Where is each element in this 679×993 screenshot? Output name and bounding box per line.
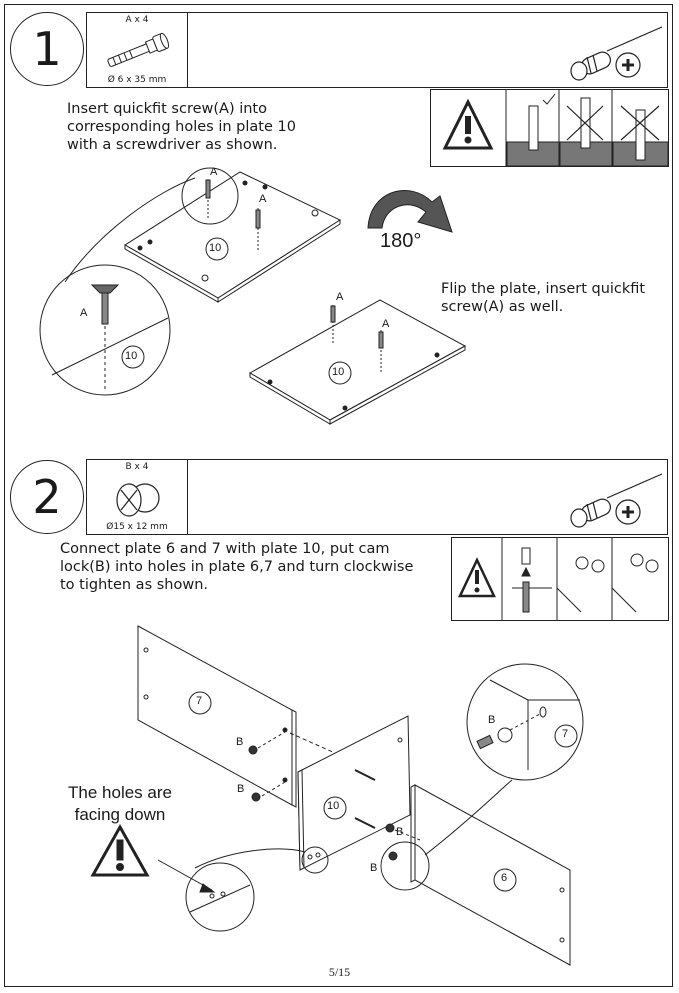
warning-triangle-icon (442, 98, 494, 150)
screw-a-label: A (80, 307, 88, 319)
holes-detail-callout (185, 862, 255, 932)
plate-6 (414, 784, 571, 966)
cam-lock-icon (116, 483, 160, 517)
quickfit-screw-icon (107, 32, 170, 67)
plate-10-label: 10 (327, 800, 340, 812)
step-2-warning-panel (451, 537, 669, 621)
hardware-dimension: Ø15 x 12 mm (106, 522, 168, 532)
plate-10-label: 10 (209, 242, 222, 254)
step-1-instruction: Insert quickfit screw(A) into correspond… (67, 101, 296, 153)
hardware-dimension: Ø 6 x 35 mm (107, 75, 167, 85)
plate-7-label: 7 (196, 695, 203, 707)
step-1-number: 1 (10, 12, 84, 86)
warning-panel-graphic (458, 538, 659, 620)
plate-7 (137, 625, 293, 806)
step-1-hardware-box: A x 4 Ø 6 x 35 mm (86, 12, 668, 88)
cam-lock-b-label: B (237, 783, 245, 795)
step-2-number: 2 (10, 460, 84, 534)
cam-lock-detail-callout (466, 663, 584, 781)
hardware-count: A x 4 (125, 15, 149, 25)
flip-arrow-icon (367, 190, 453, 233)
cam-lock-b-label: B (236, 736, 244, 748)
warning-triangle-icon (90, 823, 150, 877)
screwdriver-icon (570, 473, 663, 528)
cam-lock-b-label: B (370, 862, 378, 874)
hardware-count: B x 4 (125, 462, 149, 472)
holes-note: The holes are facing down (68, 783, 172, 824)
plate-10-label: 10 (125, 350, 138, 362)
hardware-cell: B x 4 Ø15 x 12 mm (87, 460, 188, 534)
screw-a-label: A (382, 318, 390, 330)
warning-panel-graphic (442, 90, 668, 166)
cam-lock-b-label: B (396, 826, 404, 838)
rotation-label: 180° (380, 230, 422, 252)
plate-10-label: 10 (332, 366, 345, 378)
plate-6-label: 6 (501, 872, 508, 884)
screw-a-label: A (210, 166, 218, 178)
step-2-instruction: Connect plate 6 and 7 with plate 10, put… (60, 541, 414, 593)
page-frame (4, 4, 673, 987)
hardware-cell: A x 4 Ø 6 x 35 mm (87, 13, 188, 87)
plate-7-label: 7 (562, 728, 569, 740)
step-1-warning-panel (430, 89, 669, 167)
screwdriver-icon (570, 26, 663, 81)
screw-a-label: A (336, 291, 344, 303)
step-1-flip-instruction: Flip the plate, insert quickfit screw(A)… (441, 281, 646, 315)
page-number: 5/15 (328, 965, 351, 979)
warning-triangle-icon (458, 557, 496, 598)
step-2-hardware-box: B x 4 Ø15 x 12 mm (86, 459, 668, 535)
screw-a-label: A (259, 193, 267, 205)
step-1-diagram (39, 167, 467, 425)
cam-lock-b-label: B (488, 714, 496, 726)
